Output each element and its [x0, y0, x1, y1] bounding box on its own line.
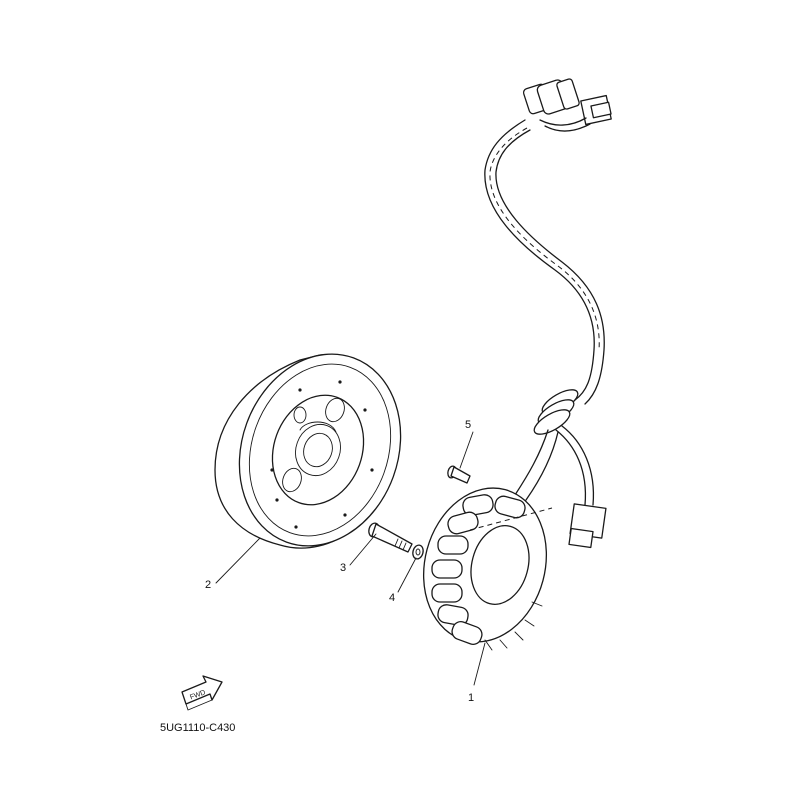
callout-2: 2	[205, 579, 211, 591]
drawing-code: 5UG1110-C430	[160, 722, 235, 734]
wire-grommet	[533, 389, 579, 435]
round-connector	[522, 78, 580, 115]
fwd-arrow-icon: FWD	[181, 675, 223, 711]
pickup-connector	[568, 503, 607, 549]
bolt	[368, 522, 413, 553]
stator	[422, 487, 553, 651]
screw	[447, 465, 471, 484]
square-connector	[539, 94, 612, 132]
callout-5: 5	[465, 419, 471, 431]
wire-harness	[484, 78, 612, 549]
washer	[412, 544, 424, 560]
callout-3: 3	[340, 562, 346, 574]
callout-4: 4	[389, 592, 395, 604]
flywheel-rotor	[214, 353, 402, 549]
callout-1: 1	[468, 692, 474, 704]
leader-lines	[215, 431, 486, 686]
